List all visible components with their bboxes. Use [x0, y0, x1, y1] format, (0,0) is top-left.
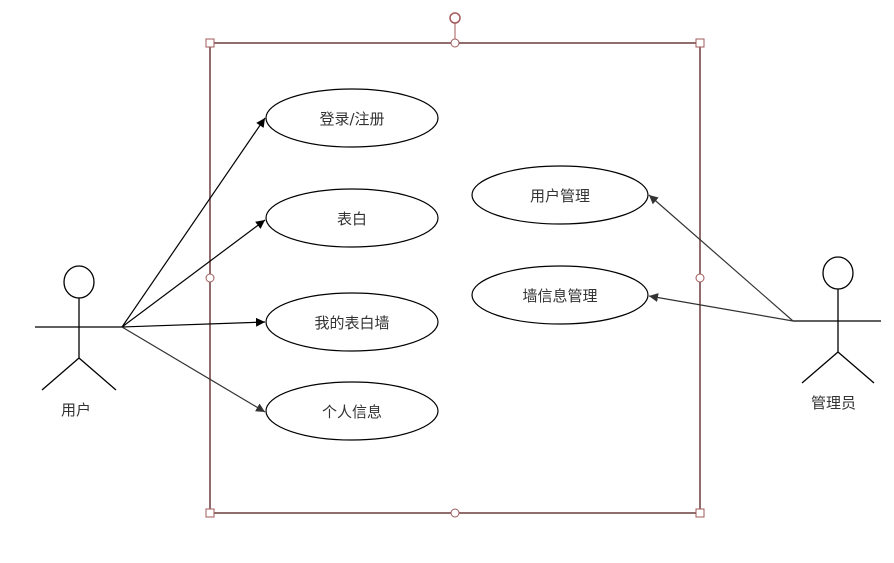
assoc-user-my-wall[interactable] [121, 317, 266, 328]
use-case-my-wall-label: 我的表白墙 [314, 313, 390, 332]
assoc-admin-user-mgmt[interactable] [648, 194, 794, 322]
resize-handle-top[interactable] [450, 38, 460, 48]
actor-user-label: 用户 [61, 401, 92, 419]
resize-handle-bottom-right[interactable] [695, 508, 705, 518]
assoc-user-login[interactable] [121, 117, 266, 328]
use-case-my-wall[interactable] [265, 292, 439, 352]
resize-handle-bottom-left[interactable] [205, 508, 215, 518]
resize-handle-top-right[interactable] [695, 38, 705, 48]
resize-handle-top-left[interactable] [205, 38, 215, 48]
resize-handle-bottom[interactable] [450, 508, 460, 518]
use-case-confess-label: 表白 [336, 209, 367, 228]
resize-handle-left[interactable] [205, 273, 215, 283]
use-case-user-mgmt[interactable] [471, 165, 649, 225]
assoc-admin-wall-mgmt[interactable] [648, 293, 794, 322]
use-case-profile-label: 个人信息 [321, 402, 382, 421]
assoc-user-profile[interactable] [121, 326, 266, 413]
use-case-user-mgmt-label: 用户管理 [529, 186, 590, 205]
use-case-profile[interactable] [265, 381, 439, 441]
actor-admin-figure[interactable] [793, 256, 881, 384]
use-case-confess[interactable] [265, 188, 439, 248]
use-case-login[interactable] [265, 88, 439, 148]
rotate-handle[interactable] [449, 12, 461, 24]
actor-user-figure[interactable] [35, 265, 123, 391]
resize-handle-right[interactable] [695, 273, 705, 283]
use-case-wall-mgmt[interactable] [471, 265, 649, 325]
use-case-login-label: 登录/注册 [319, 109, 385, 128]
assoc-user-confess[interactable] [121, 219, 266, 328]
use-case-wall-mgmt-label: 墙信息管理 [522, 286, 598, 305]
actor-admin-label: 管理员 [811, 394, 857, 412]
